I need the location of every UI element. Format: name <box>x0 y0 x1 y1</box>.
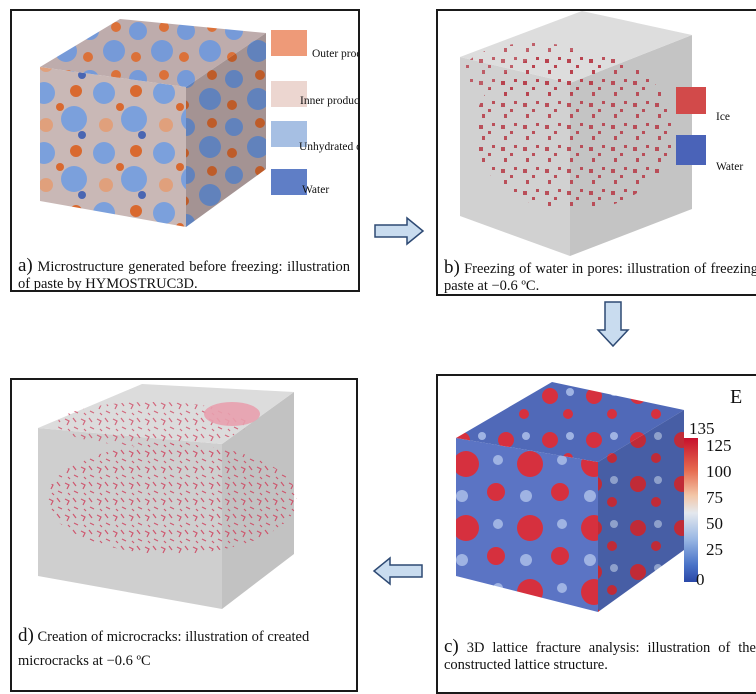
colorbar-tick-100: 100 <box>706 462 732 481</box>
legend-swatch-inner-product <box>271 81 307 107</box>
legend-label-outer-product: Outer product <box>312 48 358 60</box>
caption-b: b) Freezing of water in pores: illustrat… <box>444 257 756 294</box>
freezing-paste-cube <box>460 11 692 256</box>
colorbar-tick-50: 50 <box>706 514 723 533</box>
colorbar-min-label: 0 <box>696 570 705 589</box>
colorbar-title: E <box>730 386 743 408</box>
colorbar-tick-75: 75 <box>706 488 723 507</box>
caption-d-letter: d) <box>18 625 34 646</box>
panel-c: E 135 125 100 75 50 25 0 c) 3D lattice f… <box>436 374 756 694</box>
legend-label-water: Water <box>302 184 330 196</box>
colorbar <box>684 438 698 582</box>
arrow-right-icon <box>374 216 425 246</box>
colorbar-tick-25: 25 <box>706 540 723 559</box>
legend-swatch-outer-product <box>271 30 307 56</box>
microcracks-cube <box>38 384 297 609</box>
legend-swatch-unhydrated-cement <box>271 121 307 147</box>
caption-a-text: Microstructure generated before freezing… <box>18 259 350 292</box>
lattice-structure-cube <box>456 382 684 612</box>
legend-label-water-b: Water <box>716 161 744 173</box>
cement-paste-cube <box>40 19 266 227</box>
panel-b: Ice Water b) Freezing of water in pores:… <box>436 9 756 296</box>
panel-a: Outer product Inner product Unhydrated c… <box>10 9 360 292</box>
panel-d: d) Creation of microcracks: illustration… <box>10 378 358 692</box>
caption-a: a) Microstructure generated before freez… <box>18 255 350 292</box>
legend-label-ice: Ice <box>716 111 731 123</box>
caption-c-text: 3D lattice fracture analysis: illustrati… <box>444 640 756 673</box>
caption-a-letter: a) <box>18 255 33 276</box>
legend-label-inner-product: Inner product <box>300 95 360 107</box>
caption-b-text: Freezing of water in pores: illustration… <box>444 261 756 294</box>
legend-swatch-ice <box>676 87 706 114</box>
caption-c: c) 3D lattice fracture analysis: illustr… <box>444 636 756 674</box>
colorbar-tick-125: 125 <box>706 436 732 455</box>
legend-swatch-water-b <box>676 135 706 165</box>
caption-d-text: Creation of microcracks: illustration of… <box>18 629 310 669</box>
colorbar-max-label: 135 <box>689 419 715 438</box>
arrow-left-icon <box>372 556 423 586</box>
legend-swatch-water <box>271 169 307 195</box>
caption-d: d) Creation of microcracks: illustration… <box>18 624 352 673</box>
legend-label-unhydrated-cement: Unhydrated cement <box>299 141 358 153</box>
arrow-down-icon <box>596 301 630 348</box>
caption-b-letter: b) <box>444 257 460 278</box>
caption-c-letter: c) <box>444 636 459 657</box>
